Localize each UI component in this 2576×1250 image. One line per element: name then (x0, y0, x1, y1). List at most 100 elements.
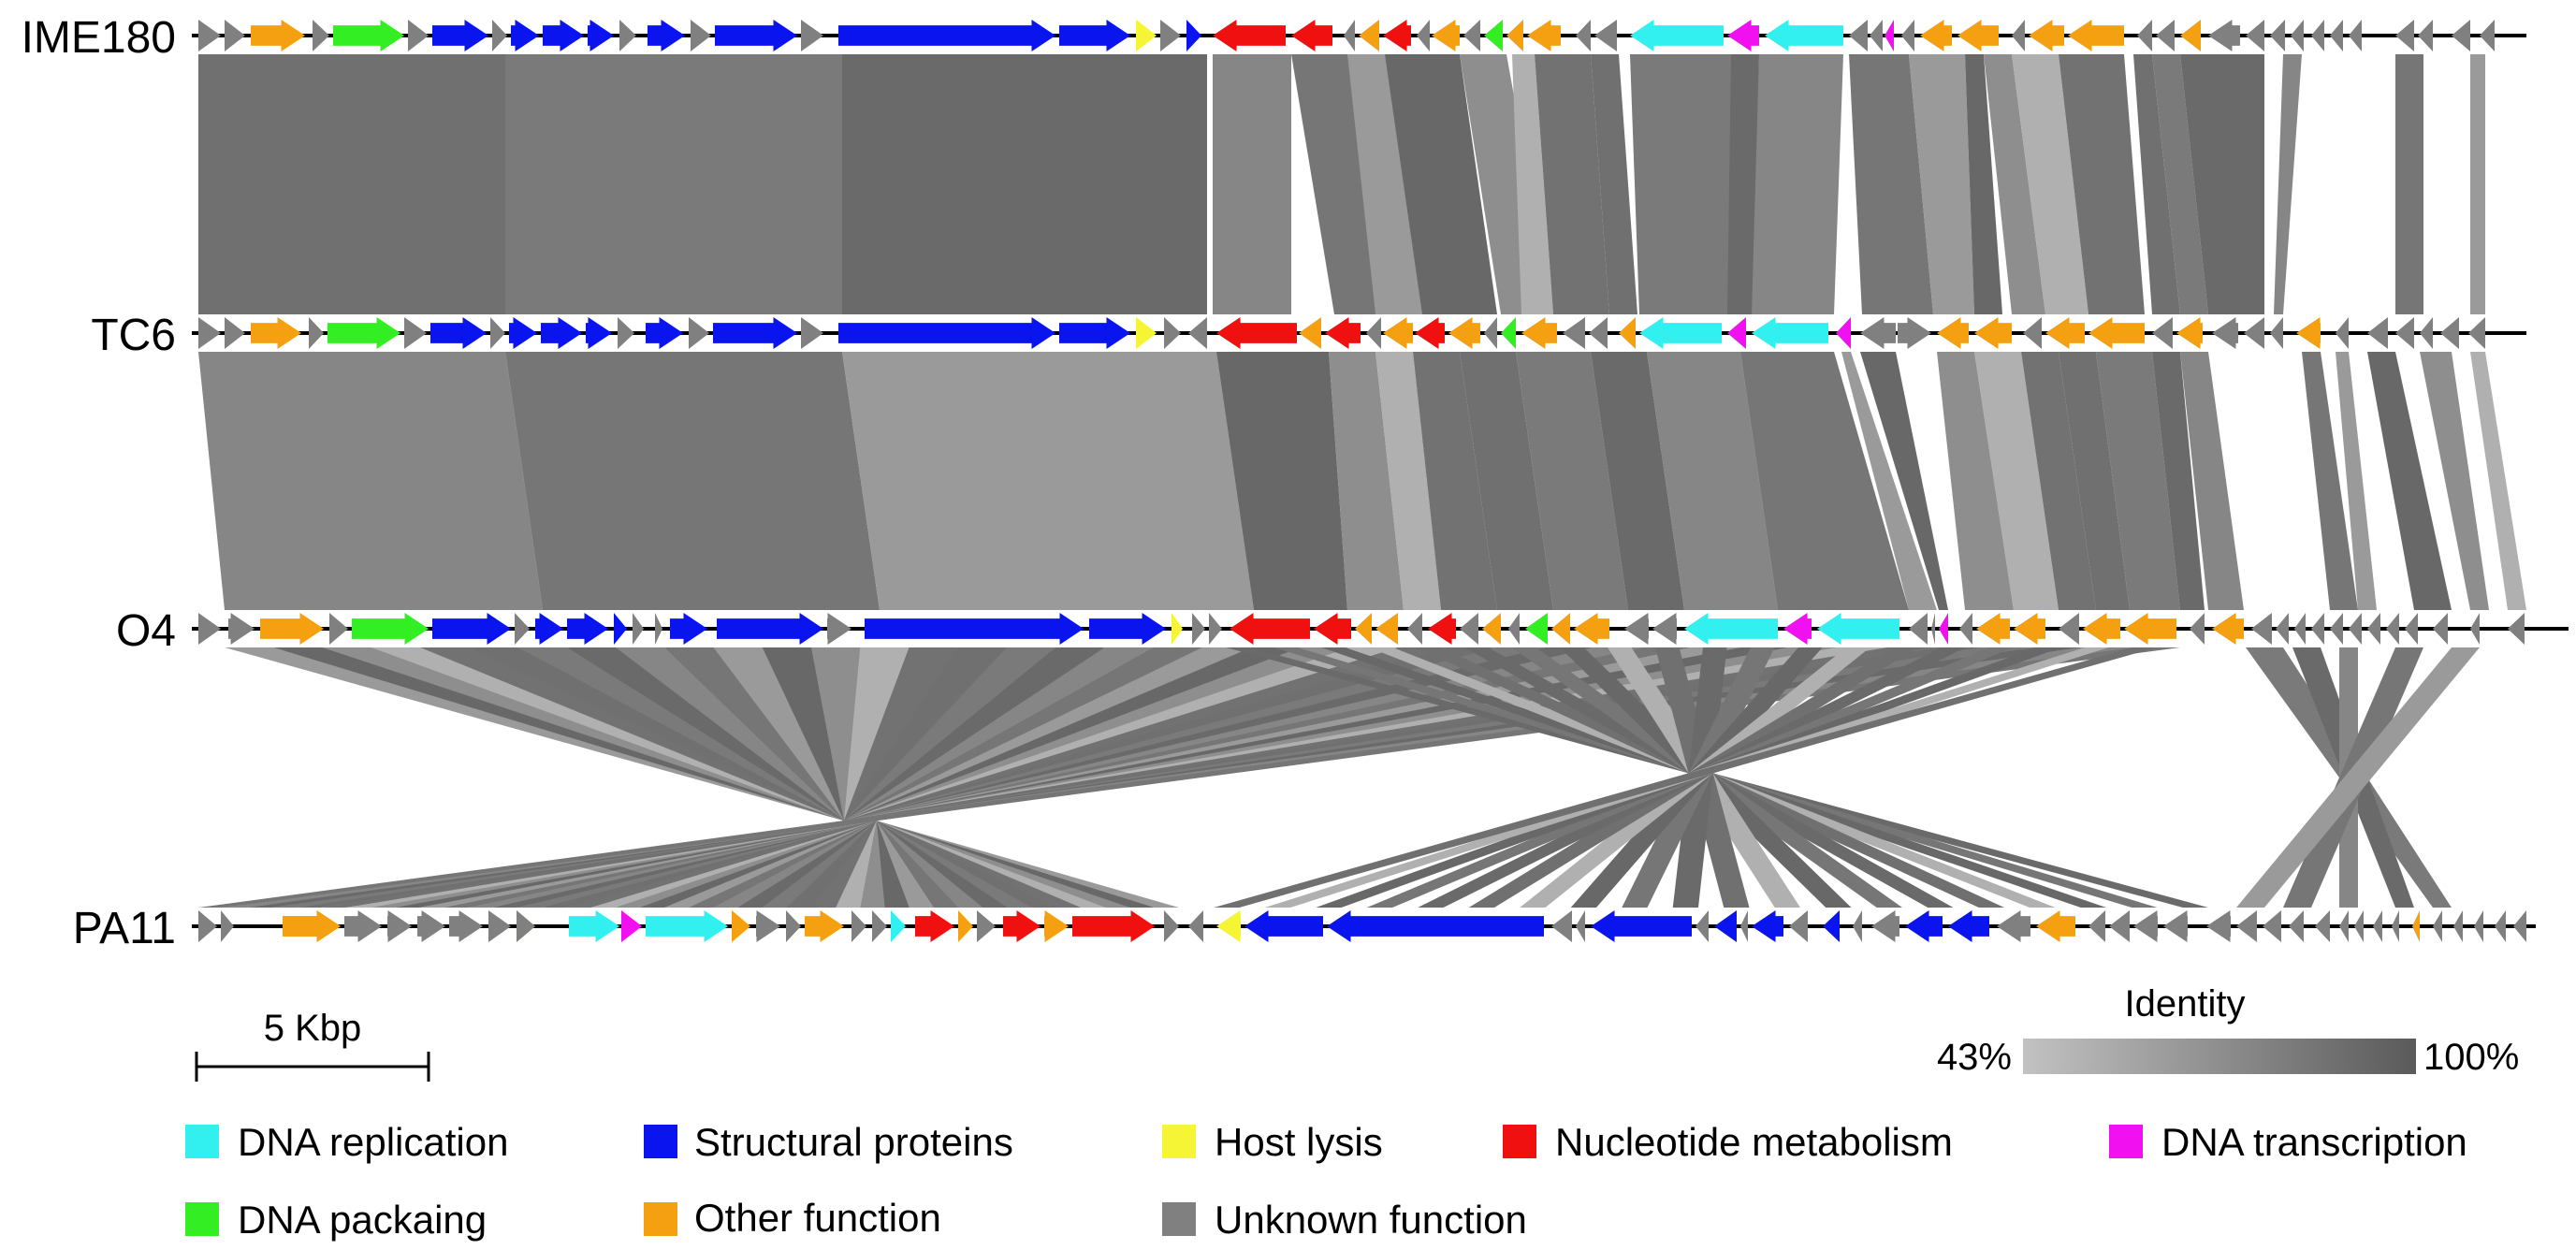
gene-arrow (786, 910, 801, 942)
gene-arrow (1684, 613, 1778, 645)
gene-arrow (327, 317, 400, 349)
identity-band (198, 352, 543, 610)
gene-arrow (404, 317, 427, 349)
gene-arrow (1216, 317, 1297, 349)
legend-item-dna-packaging: DNA packaing (185, 1198, 487, 1242)
gene-arrow (621, 910, 642, 942)
legend-item-nucleotide-metabolism: Nucleotide metabolism (1503, 1120, 1953, 1164)
gene-arrow (1160, 20, 1181, 51)
gene-arrow (1355, 613, 1372, 645)
identity-band (1860, 352, 1948, 610)
gene-arrow (1860, 317, 1896, 349)
gene-arrow (1463, 20, 1480, 51)
gene-arrow (1752, 910, 1783, 942)
gene-arrow (517, 910, 535, 942)
gene-arrow (1059, 20, 1130, 51)
gene-arrow (2212, 613, 2244, 645)
gene-arrow (515, 613, 530, 645)
gene-arrow (1551, 910, 1572, 942)
gene-arrow (1789, 910, 1808, 942)
gene-arrow (1327, 910, 1544, 942)
identity-band (2470, 54, 2485, 314)
identity-band (1214, 647, 2157, 908)
gene-arrow (958, 910, 973, 942)
gene-arrow (2386, 613, 2399, 645)
gene-arrow (492, 20, 507, 51)
gene-arrow (2029, 20, 2064, 51)
gene-arrow (915, 910, 954, 942)
gene-arrow (1172, 613, 1183, 645)
gene-arrow (1164, 317, 1181, 349)
gene-arrow (619, 20, 636, 51)
gene-arrow (432, 20, 488, 51)
gene-arrow (1482, 613, 1501, 645)
gene-arrow (655, 613, 662, 645)
gene-arrow (1417, 20, 1430, 51)
gene-arrow (1344, 20, 1355, 51)
gene-arrow (1299, 317, 1321, 349)
gene-arrow (2176, 317, 2203, 349)
identity-band (2152, 352, 2205, 610)
gene-arrow (732, 910, 750, 942)
gene-arrow (1415, 317, 1445, 349)
gene-arrow (633, 613, 644, 645)
gene-arrow (1905, 910, 1943, 942)
identity-band (505, 352, 880, 610)
gene-arrow (2109, 910, 2130, 942)
gene-arrow (646, 910, 728, 942)
gene-arrow (1072, 910, 1155, 942)
identity-band (2180, 352, 2244, 610)
gene-arrow (1939, 613, 1948, 645)
gene-arrow (329, 613, 348, 645)
gene-arrow (1525, 613, 1548, 645)
gene-arrow (1366, 317, 1381, 349)
gene-arrow (838, 20, 1055, 51)
gene-arrow (2433, 613, 2448, 645)
gene-arrow (1501, 317, 1516, 349)
gene-arrow (2452, 20, 2470, 51)
legend-label: Unknown function (1215, 1198, 1527, 1242)
identity-band (1460, 352, 1553, 610)
gene-arrow (2330, 20, 2343, 51)
identity-band (2152, 54, 2208, 314)
identity-band (2470, 352, 2526, 610)
gene-arrow (717, 613, 823, 645)
gene-arrow (1783, 613, 1812, 645)
identity-band (1727, 54, 1759, 314)
gene-arrow (198, 20, 221, 51)
identity-band (1216, 352, 1347, 610)
identity-band (2274, 54, 2302, 314)
gene-arrow (1527, 20, 1561, 51)
gene-arrow (2156, 20, 2175, 51)
gene-arrow (1448, 317, 1480, 349)
gene-arrow (432, 613, 511, 645)
gene-arrow (2012, 20, 2025, 51)
identity-band (2336, 352, 2377, 610)
gene-arrow (1230, 613, 1310, 645)
gene-arrow (1957, 20, 1999, 51)
gene-arrow (2251, 613, 2272, 645)
legend-item-other-function: Other function (644, 1196, 941, 1240)
gene-arrow (851, 910, 866, 942)
identity-band (2236, 647, 2480, 908)
gene-arrow (2468, 317, 2485, 349)
identity-band (198, 54, 505, 314)
gene-arrow (1186, 20, 1201, 51)
gene-arrow (1359, 20, 1379, 51)
gene-arrow (260, 613, 324, 645)
gene-arrow (715, 20, 797, 51)
gene-arrow (1836, 317, 1851, 349)
legend-item-structural-proteins: Structural proteins (644, 1120, 1013, 1164)
gene-arrow (344, 910, 382, 942)
genome-label-tc6: TC6 (91, 311, 176, 360)
gene-arrow (1216, 910, 1241, 942)
gene-arrow (2433, 910, 2442, 942)
gene-arrow (225, 20, 245, 51)
gene-arrow (1823, 910, 1840, 942)
gene-arrow (872, 910, 887, 942)
legend-label: DNA transcription (2161, 1120, 2467, 1164)
gene-arrow (283, 910, 341, 942)
gene-arrow (1589, 317, 1608, 349)
gene-arrow (1244, 910, 1323, 942)
